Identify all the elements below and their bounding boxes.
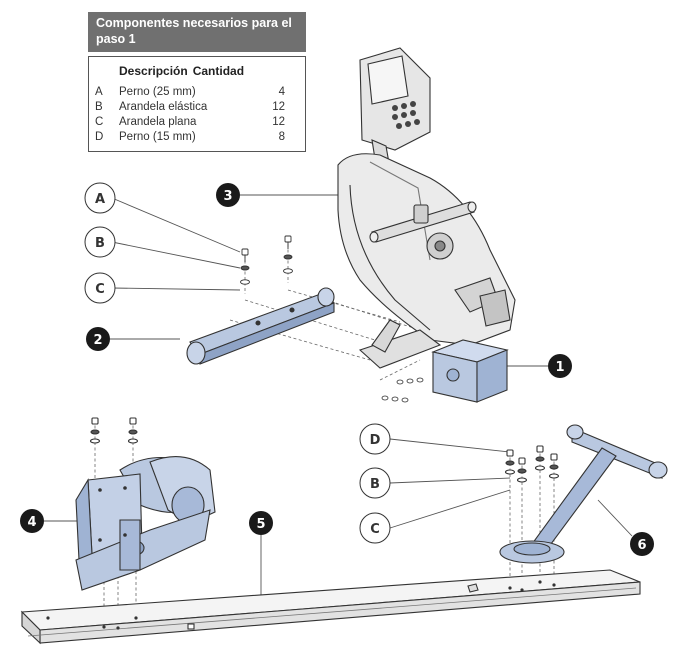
part-quantity: 12 (272, 101, 285, 113)
callout-right-D: D (359, 423, 391, 455)
callout-number: 3 (223, 189, 232, 204)
part-quantity: 8 (278, 131, 285, 143)
callout-number: 6 (637, 538, 646, 553)
rower-machine (337, 47, 516, 369)
parts-table: Descripción Cantidad A Perno (25 mm) 4 B … (88, 56, 306, 152)
header-description: Descripción (119, 64, 188, 78)
header-quantity: Cantidad (192, 64, 245, 78)
callout-right-B: B (359, 467, 391, 499)
parts-row: C Arandela plana 12 (95, 116, 295, 130)
parts-table-header: Descripción Cantidad (119, 64, 249, 78)
part-description: Perno (15 mm) (119, 131, 196, 143)
callout-left-C: C (84, 272, 116, 304)
part-1-block (431, 339, 509, 403)
callout-label: B (95, 236, 105, 251)
callout-left-B: B (84, 226, 116, 258)
callout-number-6: 6 (630, 532, 654, 556)
part-description: Arandela plana (119, 116, 197, 128)
part-quantity: 4 (278, 86, 285, 98)
part-5-rail (20, 569, 641, 645)
bracket-hardware (381, 377, 424, 403)
parts-row: A Perno (25 mm) 4 (95, 86, 295, 100)
leader-lines (44, 194, 633, 608)
callout-left-A: A (84, 182, 116, 214)
callout-number: 2 (93, 333, 102, 348)
callout-number-5: 5 (249, 511, 273, 535)
callout-number-3: 3 (216, 183, 240, 207)
part-6-rear-stabilizer (499, 424, 668, 564)
callout-number-1: 1 (548, 354, 572, 378)
callout-number-4: 4 (20, 509, 44, 533)
callout-number: 5 (256, 517, 265, 532)
part-description: Perno (25 mm) (119, 86, 196, 98)
callout-label: D (370, 433, 381, 448)
part-4-seat-assembly (75, 417, 216, 591)
callout-number: 4 (27, 515, 36, 530)
part-quantity: 12 (272, 116, 285, 128)
part-letter: B (95, 101, 103, 113)
callout-label: C (370, 522, 380, 537)
callout-number-2: 2 (86, 327, 110, 351)
parts-box-title: Componentes necesarios para el paso 1 (88, 12, 306, 52)
callout-label: B (370, 477, 380, 492)
callout-number: 1 (555, 360, 564, 375)
part-description: Arandela elástica (119, 101, 208, 113)
callout-right-C: C (359, 512, 391, 544)
parts-row: B Arandela elástica 12 (95, 101, 295, 115)
part-letter: D (95, 131, 104, 143)
parts-row: D Perno (15 mm) 8 (95, 131, 295, 145)
left-hardware (240, 235, 293, 285)
part-letter: C (95, 116, 104, 128)
part-2-stabilizer (186, 287, 335, 365)
part-letter: A (95, 86, 103, 98)
callout-label: A (95, 192, 105, 207)
callout-label: C (95, 282, 105, 297)
